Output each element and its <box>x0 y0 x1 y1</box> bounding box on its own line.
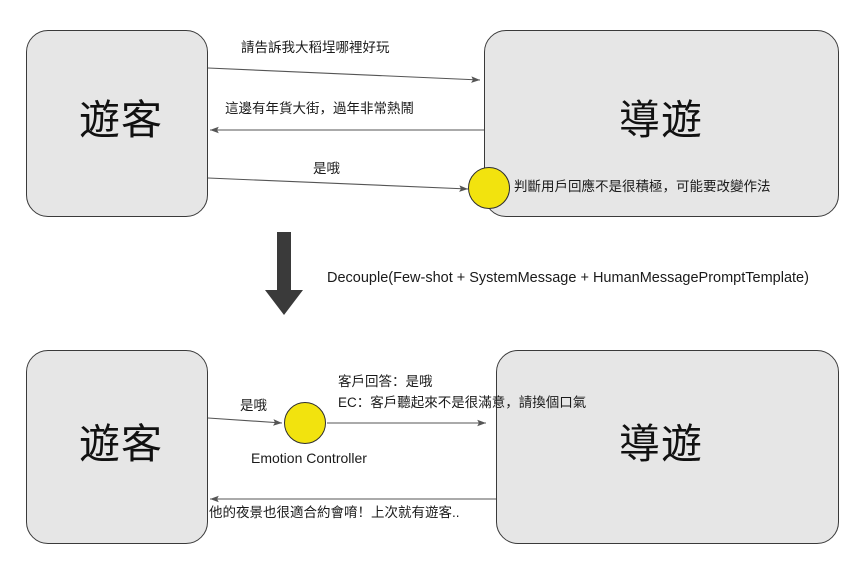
top-message-3-label: 是哦 <box>313 161 340 176</box>
decouple-caption: Decouple(Few-shot + SystemMessage + Huma… <box>327 270 809 286</box>
emotion-controller-circle-icon[interactable] <box>284 402 326 444</box>
edge-top-message-1 <box>207 67 481 83</box>
edge-bottom-message-1 <box>207 417 283 426</box>
decouple-down-arrow-icon <box>265 232 303 315</box>
bottom-message-2-label: 他的夜景也很適合約會唷！上次就有遊客.. <box>209 505 460 520</box>
top-annotation-text: 判斷用戶回應不是很積極，可能要改變作法 <box>514 179 771 194</box>
bottom-guide-node[interactable] <box>496 350 839 544</box>
bottom-guide-label: 導遊 <box>619 421 703 467</box>
controller-output-line-1: 客戶回答：是哦 <box>338 374 433 389</box>
top-tourist-label: 遊客 <box>79 97 163 143</box>
top-guide-label: 導遊 <box>619 97 703 143</box>
edge-top-message-3 <box>207 177 469 192</box>
bottom-message-1-label: 是哦 <box>240 398 267 413</box>
top-message-1-label: 請告訴我大稻埕哪裡好玩 <box>241 40 390 55</box>
bottom-tourist-label: 遊客 <box>79 421 163 467</box>
top-section-edges <box>207 67 484 192</box>
top-message-2-label: 這邊有年貨大街，過年非常熱鬧 <box>225 101 414 116</box>
top-guide-node[interactable] <box>484 30 839 217</box>
top-tourist-node[interactable] <box>26 30 208 217</box>
emotion-controller-caption: Emotion Controller <box>251 450 367 466</box>
top-emotion-node-circle-icon[interactable] <box>468 167 510 209</box>
controller-output-line-2: EC：客戶聽起來不是很滿意，請換個口氣 <box>338 395 587 410</box>
bottom-section-edges <box>207 417 496 503</box>
bottom-tourist-node[interactable] <box>26 350 208 544</box>
